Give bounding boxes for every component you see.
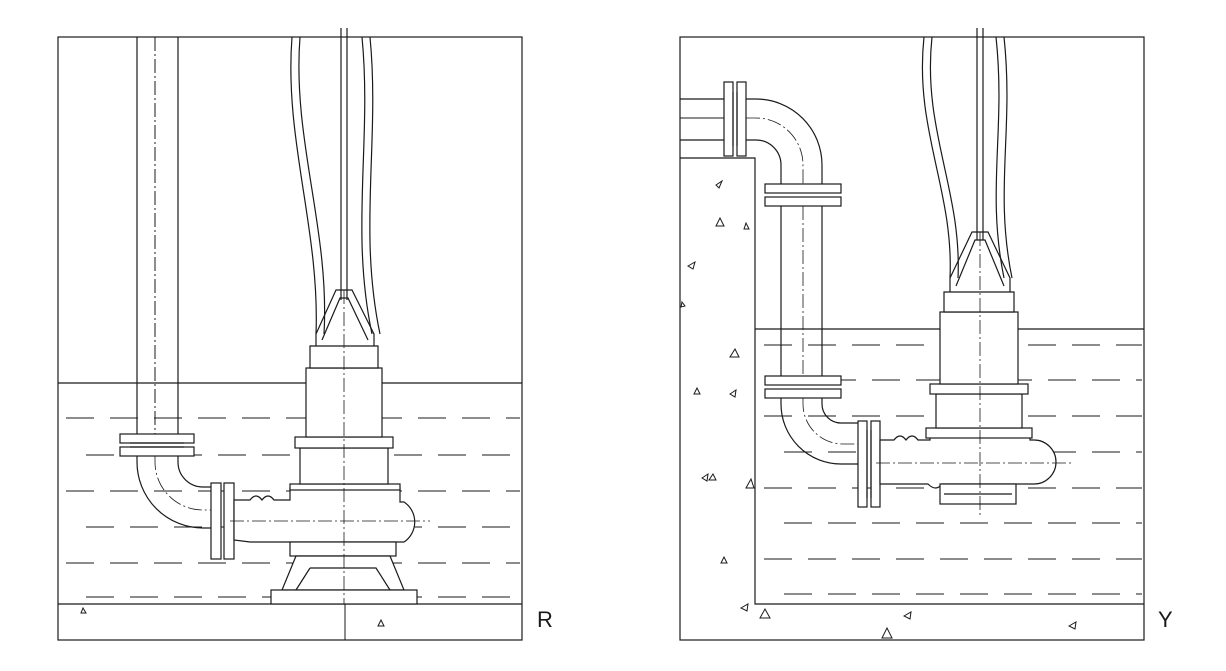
pump-flange-left-r <box>210 482 222 560</box>
pump-stand-r <box>281 555 405 591</box>
pump-motor-r <box>294 289 394 485</box>
cables-y <box>921 28 1013 516</box>
elbow-inner-r <box>177 456 213 488</box>
aggregate-y <box>680 179 1077 639</box>
pump-flange-b-y <box>870 420 881 508</box>
discharge-pipe-r <box>119 37 235 560</box>
diagram-label-r: R <box>537 607 553 632</box>
elbow-outer-r <box>136 456 213 529</box>
upper-flange-a-y <box>764 183 842 194</box>
wall-flange-b-y <box>736 81 747 157</box>
riser-flange-bottom-r <box>119 446 195 457</box>
upper-flange-b-y <box>764 196 842 207</box>
lower-flange-a-y <box>764 375 842 386</box>
wall-flange-a-y <box>723 81 734 157</box>
pit-outline-y <box>679 36 1145 641</box>
cables-r <box>290 28 381 604</box>
discharge-pipe-y <box>680 81 881 508</box>
pit-outline-r <box>57 36 523 641</box>
panel-y: Y <box>679 28 1173 641</box>
lower-flange-b-y <box>764 388 842 399</box>
panel-r: R <box>57 28 553 641</box>
concrete-wall-y <box>680 157 1144 605</box>
riser-flange-top-r <box>119 433 195 444</box>
diagram-label-y: Y <box>1158 607 1173 632</box>
pump-motor-y <box>925 231 1033 439</box>
pump-casing-r <box>230 483 430 605</box>
aggregate-r <box>80 606 385 627</box>
pump-casing-y <box>876 435 1072 505</box>
pump-flange-a-y <box>857 420 868 508</box>
